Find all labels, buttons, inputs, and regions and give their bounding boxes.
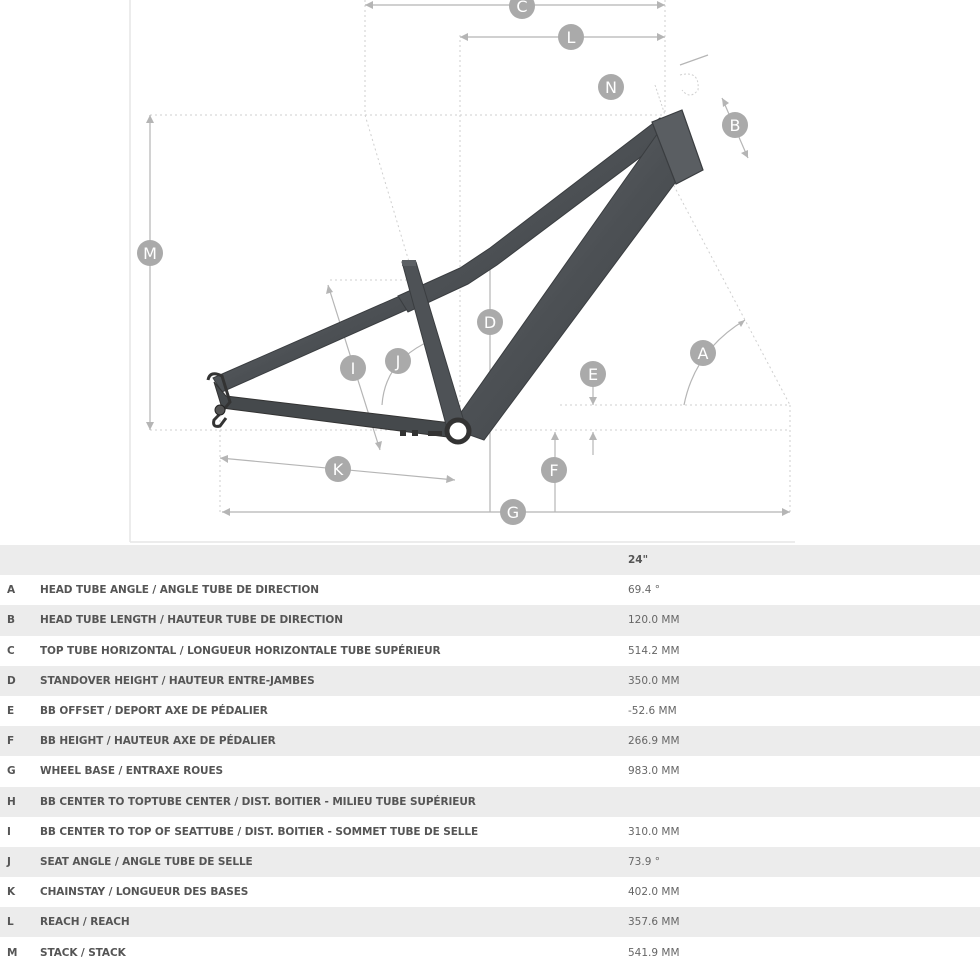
row-label: BB CENTER TO TOP OF SEATTUBE / DIST. BOI… <box>40 825 479 838</box>
row-letter: K <box>7 886 16 899</box>
row-letter: C <box>7 644 15 657</box>
row-letter: E <box>7 705 15 718</box>
label-a-text: A <box>698 344 709 363</box>
row-letter: D <box>7 674 16 687</box>
row-value: 402.0 MM <box>628 886 680 899</box>
label-m: M <box>137 240 163 266</box>
table-row: M STACK / STACK 541.9 MM <box>0 937 980 968</box>
table-header-row: 24" <box>0 545 980 576</box>
row-letter: H <box>7 795 16 808</box>
row-label: CHAINSTAY / LONGUEUR DES BASES <box>40 886 249 899</box>
label-j: J <box>385 348 411 374</box>
table-row: J SEAT ANGLE / ANGLE TUBE DE SELLE 73.9 ° <box>0 846 980 878</box>
row-label: HEAD TUBE ANGLE / ANGLE TUBE DE DIRECTIO… <box>40 584 319 597</box>
row-label: REACH / REACH <box>40 916 130 929</box>
row-letter: J <box>7 855 11 868</box>
row-value: 541.9 MM <box>628 946 680 959</box>
label-n-text: N <box>605 78 617 97</box>
row-label: STANDOVER HEIGHT / HAUTEUR ENTRE-JAMBES <box>40 674 315 687</box>
label-g-text: G <box>507 503 519 522</box>
headset-outline <box>654 73 699 116</box>
row-value: 73.9 ° <box>628 855 660 868</box>
table-row: D STANDOVER HEIGHT / HAUTEUR ENTRE-JAMBES… <box>0 665 980 696</box>
row-letter: G <box>7 765 16 778</box>
label-l: L <box>558 24 584 50</box>
label-e: E <box>580 361 606 387</box>
row-value: 357.6 MM <box>628 916 680 929</box>
row-value: 266.9 MM <box>628 735 680 748</box>
table-row: B HEAD TUBE LENGTH / HAUTEUR TUBE DE DIRE… <box>0 605 980 636</box>
label-i-text: I <box>351 359 356 378</box>
label-j-text: J <box>395 352 401 371</box>
table-row: E BB OFFSET / DEPORT AXE DE PÉDALIER -52.6… <box>0 695 980 727</box>
label-f-text: F <box>549 461 558 480</box>
row-value: 69.4 ° <box>628 584 660 597</box>
row-value: 310.0 MM <box>628 825 680 838</box>
label-g: G <box>500 499 526 525</box>
row-value: 983.0 MM <box>628 765 680 778</box>
label-i: I <box>340 355 366 381</box>
row-label: SEAT ANGLE / ANGLE TUBE DE SELLE <box>40 855 253 868</box>
label-n: N <box>598 74 624 100</box>
frame-geometry-svg: C L N B M D A J I E K F G <box>129 0 795 543</box>
size-header: 24" <box>628 554 649 567</box>
label-k-text: K <box>333 460 344 479</box>
row-label: HEAD TUBE LENGTH / HAUTEUR TUBE DE DIREC… <box>40 614 343 627</box>
row-label: BB CENTER TO TOPTUBE CENTER / DIST. BOIT… <box>40 795 476 808</box>
row-value: -52.6 MM <box>628 705 677 718</box>
dimension-labels: C L N B M D A J I E K F G <box>137 0 748 525</box>
frame-geometry-diagram: C L N B M D A J I E K F G <box>129 0 795 543</box>
reference-lines <box>150 0 791 512</box>
row-label: BB HEIGHT / HAUTEUR AXE DE PÉDALIER <box>40 735 276 748</box>
table-row: G WHEEL BASE / ENTRAXE ROUES 983.0 MM <box>0 756 980 787</box>
label-b-text: B <box>730 116 741 135</box>
bike-frame <box>206 109 704 445</box>
table-row: I BB CENTER TO TOP OF SEATTUBE / DIST. BO… <box>0 816 980 847</box>
row-value: 120.0 MM <box>628 614 680 627</box>
table-row: F BB HEIGHT / HAUTEUR AXE DE PÉDALIER 266.… <box>0 726 980 757</box>
label-a: A <box>690 340 716 366</box>
label-k: K <box>325 456 351 482</box>
table-row: A HEAD TUBE ANGLE / ANGLE TUBE DE DIRECTI… <box>0 575 980 606</box>
row-letter: A <box>7 584 16 597</box>
label-l-text: L <box>567 28 576 47</box>
table-row: H BB CENTER TO TOPTUBE CENTER / DIST. BOI… <box>0 786 980 817</box>
label-b: B <box>722 112 748 138</box>
row-label: STACK / STACK <box>40 946 126 959</box>
row-letter: B <box>7 614 16 627</box>
table-row: K CHAINSTAY / LONGUEUR DES BASES 402.0 MM <box>0 877 980 908</box>
label-c-text: C <box>516 0 527 16</box>
label-d: D <box>477 309 503 335</box>
label-f: F <box>541 457 567 483</box>
table-rows: A HEAD TUBE ANGLE / ANGLE TUBE DE DIRECTI… <box>0 575 980 968</box>
label-c: C <box>509 0 535 19</box>
table-row: L REACH / REACH 357.6 MM <box>0 907 980 938</box>
label-e-text: E <box>588 365 598 384</box>
row-value: 350.0 MM <box>628 674 680 687</box>
row-letter: L <box>7 916 14 929</box>
row-label: BB OFFSET / DEPORT AXE DE PÉDALIER <box>40 705 268 718</box>
row-label: WHEEL BASE / ENTRAXE ROUES <box>40 765 224 778</box>
label-m-text: M <box>143 244 157 263</box>
row-label: TOP TUBE HORIZONTAL / LONGUEUR HORIZONTA… <box>40 644 441 657</box>
row-letter: F <box>7 735 15 748</box>
label-d-text: D <box>484 313 496 332</box>
geometry-table: 24" A HEAD TUBE ANGLE / ANGLE TUBE DE DIR… <box>0 545 980 968</box>
row-value: 514.2 MM <box>628 644 680 657</box>
row-letter: M <box>7 946 18 959</box>
row-letter: I <box>7 825 11 838</box>
table-row: C TOP TUBE HORIZONTAL / LONGUEUR HORIZONT… <box>0 635 980 666</box>
